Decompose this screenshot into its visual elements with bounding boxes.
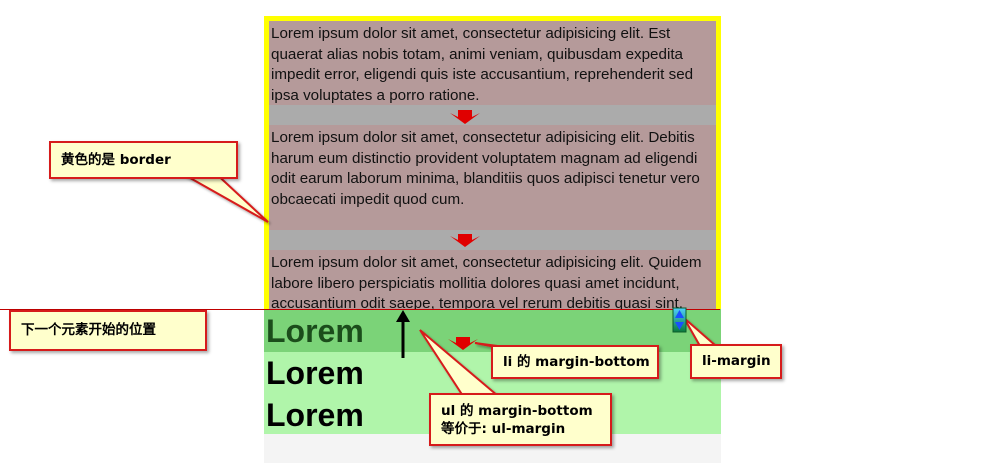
- next-element-heading: Lorem: [266, 313, 364, 349]
- li-margin-marker-box: [672, 307, 687, 333]
- next-element-heading: Lorem: [266, 355, 364, 391]
- list-item: Lorem ipsum dolor sit amet, consectetur …: [269, 125, 716, 230]
- next-element-start-line: [0, 309, 720, 310]
- callout-line: 等价于: ul-margin: [441, 421, 566, 437]
- callout-ul-margin-bottom: ul 的 margin-bottom 等价于: ul-margin: [429, 393, 612, 446]
- callout-line: ul 的 margin-bottom: [441, 403, 593, 419]
- double-arrow-icon: [675, 310, 684, 318]
- callout-next-element-start: 下一个元素开始的位置: [9, 310, 207, 351]
- down-arrow-icon: [450, 234, 480, 247]
- callout-li-margin-bottom: li 的 margin-bottom: [491, 345, 659, 379]
- callout-li-margin: li-margin: [690, 344, 782, 379]
- double-arrow-icon: [675, 322, 684, 330]
- callout-tail-li-margin: [683, 317, 719, 347]
- next-element-heading: Lorem: [266, 397, 364, 433]
- down-arrow-icon: [450, 110, 480, 124]
- callout-border: 黄色的是 border: [49, 141, 238, 179]
- up-arrow-icon: [396, 310, 410, 322]
- list-item: Lorem ipsum dolor sit amet, consectetur …: [269, 21, 716, 105]
- ul-container: Lorem ipsum dolor sit amet, consectetur …: [264, 16, 721, 356]
- down-arrow-icon: [448, 337, 478, 350]
